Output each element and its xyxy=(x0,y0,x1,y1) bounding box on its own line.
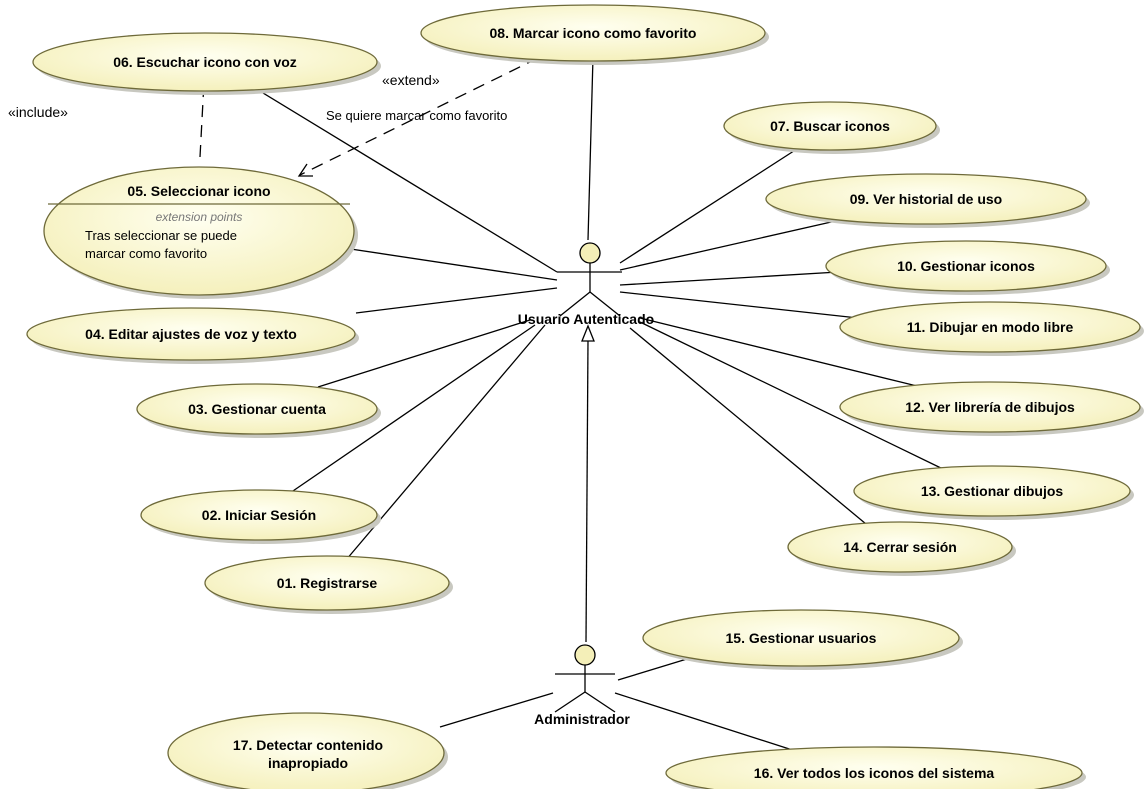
assoc-uc05 xyxy=(343,247,558,281)
assoc-uc16 xyxy=(614,692,809,756)
uc10-label: 10. Gestionar iconos xyxy=(897,258,1035,274)
uc15-label: 15. Gestionar usuarios xyxy=(726,630,877,646)
usecase-uc06[interactable]: 06. Escuchar icono con voz xyxy=(32,32,381,95)
extend-dependency xyxy=(297,57,539,177)
extension-points-title: extension points xyxy=(156,210,243,224)
uc17-label-line2: inapropiado xyxy=(268,755,348,771)
usecase-uc05[interactable]: 05. Seleccionar icono extension points T… xyxy=(43,166,358,299)
uc08-label: 08. Marcar icono como favorito xyxy=(490,25,697,41)
uc14-label: 14. Cerrar sesión xyxy=(843,539,957,555)
usecase-uc01[interactable]: 01. Registrarse xyxy=(204,555,453,614)
usecase-uc04[interactable]: 04. Editar ajustes de voz y texto xyxy=(26,307,359,364)
uc16-label: 16. Ver todos los iconos del sistema xyxy=(754,765,995,781)
uc13-label: 13. Gestionar dibujos xyxy=(921,483,1064,499)
uc04-label: 04. Editar ajustes de voz y texto xyxy=(85,326,297,342)
assoc-uc03 xyxy=(317,319,531,388)
usecase-uc13[interactable]: 13. Gestionar dibujos xyxy=(853,465,1134,520)
uc17-label-line1: 17. Detectar contenido xyxy=(233,737,383,753)
uc11-label: 11. Dibujar en modo libre xyxy=(907,319,1074,335)
usecase-uc09[interactable]: 09. Ver historial de uso xyxy=(765,173,1090,228)
actor-admin-label: Administrador xyxy=(534,711,630,727)
assoc-uc06 xyxy=(244,81,558,273)
usecase-uc08[interactable]: 08. Marcar icono como favorito xyxy=(420,4,769,65)
actor-head xyxy=(574,644,596,666)
actor-head xyxy=(579,242,601,264)
generalization xyxy=(581,324,595,643)
extension-point-line2: marcar como favorito xyxy=(85,246,207,261)
uc03-label: 03. Gestionar cuenta xyxy=(188,401,326,417)
usecase-uc14[interactable]: 14. Cerrar sesión xyxy=(787,521,1016,576)
uc09-label: 09. Ver historial de uso xyxy=(850,191,1003,207)
uc07-label: 07. Buscar iconos xyxy=(770,118,890,134)
usecase-uc15[interactable]: 15. Gestionar usuarios xyxy=(642,609,963,670)
assoc-uc08 xyxy=(587,56,594,241)
usecase-uc03[interactable]: 03. Gestionar cuenta xyxy=(136,383,381,438)
assoc-uc07 xyxy=(619,146,801,264)
assoc-uc09 xyxy=(619,219,841,271)
assoc-uc17 xyxy=(439,692,554,728)
usecase-uc10[interactable]: 10. Gestionar iconos xyxy=(825,240,1110,295)
include-label: «include» xyxy=(8,104,68,120)
usecase-uc12[interactable]: 12. Ver librería de dibujos xyxy=(839,381,1144,436)
assoc-uc04 xyxy=(355,287,558,314)
associations-usuario xyxy=(244,56,946,561)
assoc-uc13 xyxy=(639,321,946,471)
assoc-uc11 xyxy=(619,291,859,319)
uc06-label: 06. Escuchar icono con voz xyxy=(113,54,297,70)
associations-admin xyxy=(439,654,809,756)
uc02-label: 02. Iniciar Sesión xyxy=(202,507,316,523)
usecase-uc16[interactable]: 16. Ver todos los iconos del sistema xyxy=(665,746,1086,789)
usecase-uc17[interactable]: 17. Detectar contenido inapropiado xyxy=(167,712,448,789)
extension-point-line1: Tras seleccionar se puede xyxy=(85,228,237,243)
uc01-label: 01. Registrarse xyxy=(277,575,378,591)
assoc-uc10 xyxy=(619,270,856,286)
assoc-uc12 xyxy=(639,317,926,389)
actor-administrador[interactable] xyxy=(554,644,616,713)
uc12-label: 12. Ver librería de dibujos xyxy=(905,399,1075,415)
usecase-uc11[interactable]: 11. Dibujar en modo libre xyxy=(839,301,1144,356)
usecase-uc07[interactable]: 07. Buscar iconos xyxy=(723,101,940,154)
generalization-arrowhead xyxy=(581,324,595,342)
extend-label: «extend» xyxy=(382,72,440,88)
assoc-uc14 xyxy=(629,327,867,525)
usecase-uc02[interactable]: 02. Iniciar Sesión xyxy=(140,489,381,544)
assoc-uc02 xyxy=(289,324,536,494)
actor-usuario-autenticado[interactable] xyxy=(557,242,622,317)
uc05-label: 05. Seleccionar icono xyxy=(127,183,270,199)
actor-usuario-label: Usuario Autenticado xyxy=(518,311,654,327)
extend-condition: Se quiere marcar como favorito xyxy=(326,108,507,123)
